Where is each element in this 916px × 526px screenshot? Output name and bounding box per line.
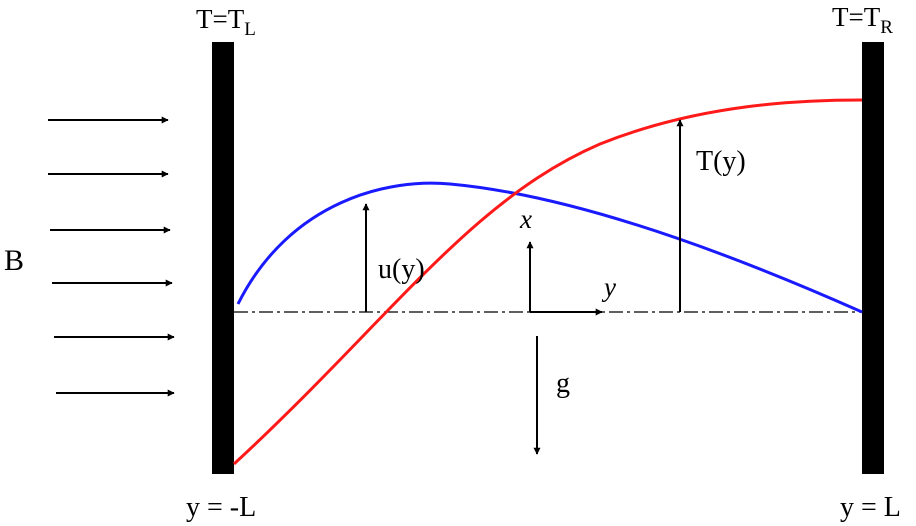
y-axis-label: y: [601, 272, 616, 302]
magnetic-field-arrows: [48, 116, 175, 397]
left-position-label: y = -L: [186, 492, 256, 523]
temperature-profile-curve: [232, 98, 863, 466]
velocity-profile-curve: [236, 181, 863, 314]
temperature-profile-label: T(y): [696, 146, 746, 177]
velocity-profile-label: u(y): [378, 254, 425, 285]
magnetic-field-label: B: [4, 244, 24, 277]
right-wall: [862, 42, 884, 474]
gravity-label: g: [556, 368, 570, 399]
left-wall-temperature-label: T=TL: [196, 4, 256, 40]
right-wall-temperature-label: T=TR: [832, 2, 893, 38]
x-axis-label: x: [519, 204, 532, 234]
left-wall: [212, 42, 234, 474]
right-position-label: y = L: [840, 492, 901, 523]
